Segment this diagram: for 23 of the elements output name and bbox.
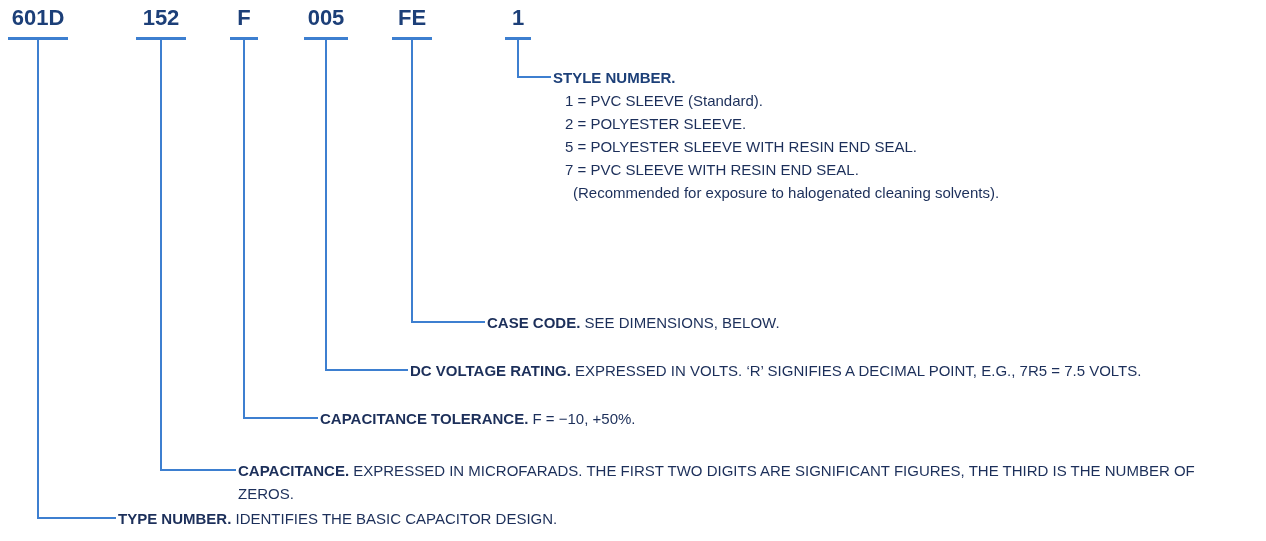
code-segment: F [230, 4, 258, 40]
code-segment: 152 [136, 4, 186, 40]
description-item: 1 = PVC SLEEVE (Standard). [564, 91, 764, 111]
description-heading: STYLE NUMBER. [553, 68, 676, 88]
leader-line [411, 39, 486, 323]
leader-line [37, 39, 117, 519]
code-segment: FE [392, 4, 432, 40]
code-segment: 005 [304, 4, 348, 40]
description-text: CASE CODE. SEE DIMENSIONS, BELOW. [487, 311, 780, 334]
description-text: TYPE NUMBER. IDENTIFIES THE BASIC CAPACITOR DESIGN. [118, 507, 558, 530]
description-item: (Recommended for exposure to halogenated cleaning solvents). [572, 183, 1000, 203]
description-text: DC VOLTAGE RATING. EXPRESSED IN VOLTS. ‘R’ SIGNIFIES A DECIMAL POINT, E.G., 7R5 = 7.5 VOLTS. [410, 359, 1142, 382]
code-segment: 1 [505, 4, 531, 40]
leader-line [517, 39, 552, 78]
leader-line [160, 39, 237, 471]
description-item: 7 = PVC SLEEVE WITH RESIN END SEAL. [564, 160, 859, 180]
description-text: CAPACITANCE. EXPRESSED IN MICROFARADS. THE FIRST TWO DIGITS ARE SIGNIFICANT FIGURES, THE THIRD IS THE NUMBER OF ZEROS. [238, 459, 1253, 505]
leader-line [325, 39, 409, 371]
code-segment: 601D [8, 4, 68, 40]
description-text: CAPACITANCE TOLERANCE. F = −10, +50%. [320, 407, 636, 430]
description-item: 5 = POLYESTER SLEEVE WITH RESIN END SEAL. [564, 137, 917, 157]
leader-line [243, 39, 319, 419]
description-item: 2 = POLYESTER SLEEVE. [564, 114, 747, 134]
